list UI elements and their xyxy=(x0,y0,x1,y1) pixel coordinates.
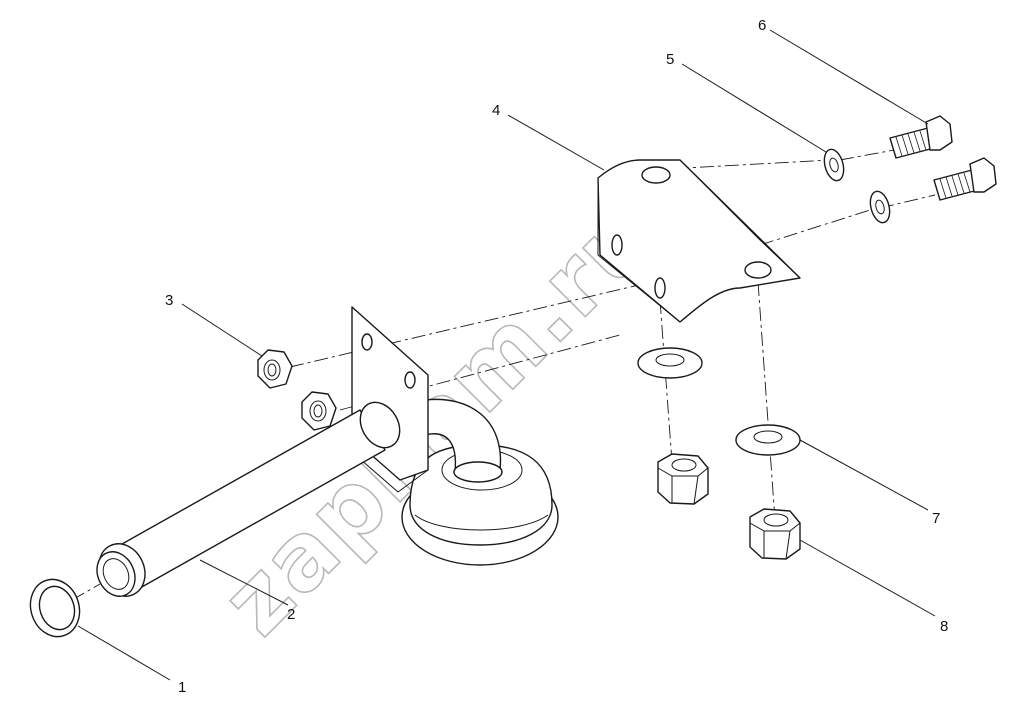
leader-lines xyxy=(77,29,936,681)
callout-7: 7 xyxy=(932,510,940,527)
sealing-ring-part-1 xyxy=(29,578,81,638)
callout-3: 3 xyxy=(165,292,173,309)
callout-2: 2 xyxy=(287,606,295,623)
hex-nut-part-3 xyxy=(257,349,337,431)
callout-6: 6 xyxy=(758,17,766,34)
callout-1: 1 xyxy=(178,679,186,696)
bolt-part-6 xyxy=(889,115,997,201)
large-hex-nut-part-8 xyxy=(657,453,801,560)
callout-8: 8 xyxy=(940,618,948,635)
callout-4: 4 xyxy=(492,102,500,119)
callout-labels: 1 2 3 4 5 6 7 8 xyxy=(165,17,948,696)
small-washer-part-5 xyxy=(823,148,891,224)
bracket-part-4 xyxy=(597,159,801,323)
oil-pickup-tube-part-2 xyxy=(96,306,559,597)
flat-washer-part-7 xyxy=(637,347,801,456)
callout-5: 5 xyxy=(666,51,674,68)
